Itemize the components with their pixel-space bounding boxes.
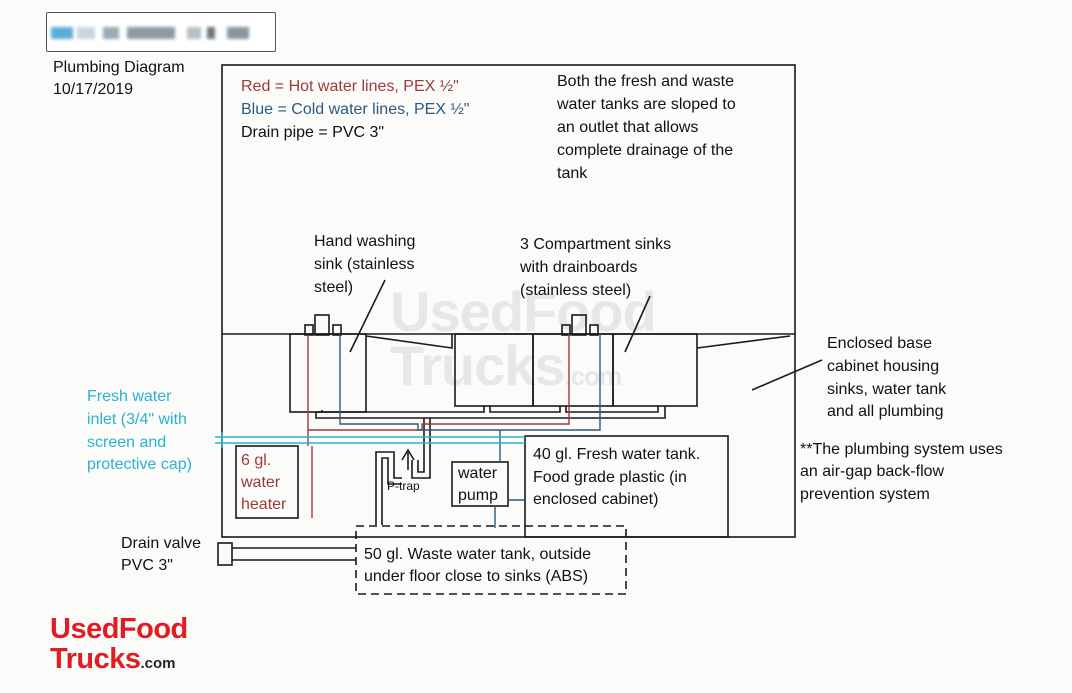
compartment-sink-3 <box>612 333 698 407</box>
hand-sink-label-line: sink (stainless <box>314 256 415 273</box>
redacted-mark <box>51 27 73 39</box>
waste-tank-label-line: under floor close to sinks (ABS) <box>364 568 589 585</box>
waste-tank-label-line: 50 gl. Waste water tank, outside <box>364 546 592 563</box>
airgap-note-line: prevention system <box>800 486 930 503</box>
hand-sink-label-line: steel) <box>314 279 354 296</box>
watermark-line1: UsedFood <box>390 280 657 343</box>
hand-sink-faucet <box>314 314 330 336</box>
water-pump-box <box>451 461 509 507</box>
heater-label-line: water <box>241 474 281 491</box>
compartment-sink-1 <box>454 333 534 407</box>
cabinet-label-line: cabinet housing <box>827 358 940 375</box>
tank-note-line: water tanks are sloped to <box>557 96 736 113</box>
compartment-pointer <box>624 295 651 353</box>
fresh-tank-label-line: enclosed cabinet) <box>533 491 659 508</box>
cabinet-pointer <box>751 359 823 391</box>
page-title: Plumbing Diagram <box>53 59 185 76</box>
tank-note-line: complete drainage of the <box>557 142 734 159</box>
drain-valve-label-line: PVC 3" <box>121 557 173 574</box>
brand-logo-suffix: .com <box>140 655 176 672</box>
hot-lines <box>307 334 570 518</box>
brand-logo-line2: Trucks.com <box>50 644 176 679</box>
fresh-inlet-label-line: screen and <box>87 434 167 451</box>
legend-cold: Blue = Cold water lines, PEX ½" <box>241 101 470 118</box>
redacted-mark <box>103 27 119 39</box>
redacted-mark <box>187 27 201 39</box>
redacted-mark <box>77 27 95 39</box>
heater-label-line: 6 gl. <box>241 452 272 469</box>
fresh-tank-label-line: 40 gl. Fresh water tank. <box>533 446 701 463</box>
fresh-inlet-line <box>215 432 525 448</box>
brand-logo-line1: UsedFood <box>50 613 188 645</box>
hand-sink-basin <box>289 333 367 413</box>
hand-sink-drainboard <box>365 334 453 349</box>
drain-valve <box>217 542 233 566</box>
compartment-label-line: with drainboards <box>520 259 638 276</box>
pump-label-line: water <box>458 465 498 482</box>
tank-note-line: Both the fresh and waste <box>557 73 734 90</box>
redacted-mark <box>207 27 215 39</box>
cold-lines <box>339 334 601 528</box>
legend-drain: Drain pipe = PVC 3" <box>241 124 385 141</box>
compartment-sink-2 <box>532 333 614 407</box>
legend-hot: Red = Hot water lines, PEX ½" <box>241 78 459 95</box>
redacted-mark <box>227 27 249 39</box>
cabinet-label-line: sinks, water tank <box>827 381 947 398</box>
water-heater-box <box>235 445 299 519</box>
fresh-inlet-label-line: Fresh water <box>87 388 172 405</box>
pump-label-line: pump <box>458 487 499 504</box>
cabinet-label-line: and all plumbing <box>827 403 944 420</box>
airgap-note-line: an air-gap back-flow <box>800 463 945 480</box>
ptrap-label: P-trap <box>387 479 420 493</box>
compartment-faucet <box>571 314 587 336</box>
fresh-inlet-label-line: protective cap) <box>87 456 192 473</box>
heater-label-line: heater <box>241 496 287 513</box>
tank-note-line: tank <box>557 165 588 182</box>
hand-sink-label-line: Hand washing <box>314 233 416 250</box>
tank-note-line: an outlet that allows <box>557 119 699 136</box>
drain-valve-label-line: Drain valve <box>121 535 202 552</box>
compartment-label-line: 3 Compartment sinks <box>520 236 672 253</box>
truck-outline <box>221 64 796 538</box>
fresh-tank-label-line: Food grade plastic (in <box>533 469 687 486</box>
redacted-mark <box>127 27 175 39</box>
brand-logo-trucks: Trucks <box>50 643 141 675</box>
hand-sink-pointer <box>349 279 386 353</box>
cabinet-label-line: Enclosed base <box>827 335 932 352</box>
fresh-inlet-label-line: inlet (3/4" with <box>87 411 187 428</box>
watermark-line2: Trucks <box>390 334 566 397</box>
airgap-note-line: **The plumbing system uses <box>800 441 1003 458</box>
compartment-label-line: (stainless steel) <box>520 282 632 299</box>
page-date: 10/17/2019 <box>53 81 134 98</box>
redacted-header-box <box>46 12 276 52</box>
right-drainboard <box>696 335 791 349</box>
